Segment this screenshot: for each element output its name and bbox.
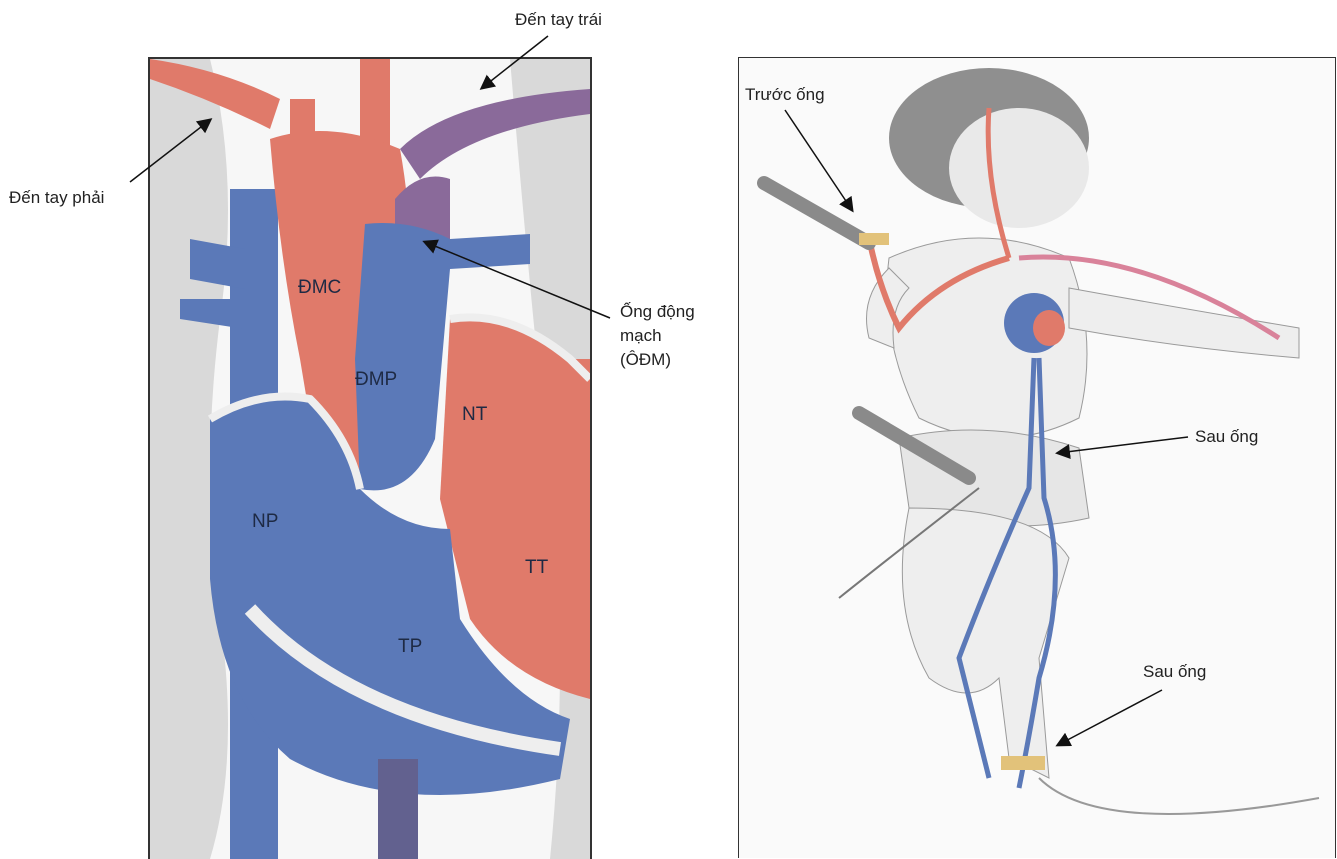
callout-ductus: Ống động mạch (ÔĐM) bbox=[620, 300, 715, 372]
arrow-preductal bbox=[785, 110, 852, 210]
callout-to-left-arm: Đến tay trái bbox=[515, 10, 602, 30]
arrow-left-arm bbox=[482, 36, 548, 88]
arrow-right-arm bbox=[130, 120, 210, 182]
callout-postductal-foot: Sau ống bbox=[1143, 662, 1206, 682]
arrow-postductal-umbilical bbox=[1058, 437, 1188, 453]
callout-to-right-arm: Đến tay phải bbox=[9, 188, 104, 208]
arrow-ductus bbox=[425, 242, 610, 318]
arrow-postductal-foot bbox=[1058, 690, 1162, 745]
callout-preductal: Trước ống bbox=[745, 85, 825, 105]
callout-postductal-umbilical: Sau ống bbox=[1195, 427, 1258, 447]
